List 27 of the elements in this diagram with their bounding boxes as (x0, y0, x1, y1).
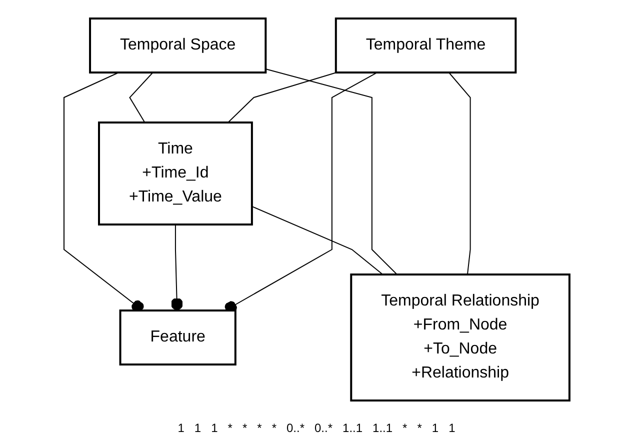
node-box: Temporal Space (88, 18, 266, 74)
multiplicity-label: * (257, 421, 262, 435)
multiplicity-label: * (272, 421, 276, 435)
node-box: Time +Time_Id +Time_Value (98, 122, 253, 226)
multiplicity-label: 1 (432, 421, 439, 435)
multiplicity-label: 1 (211, 421, 218, 435)
connector (63, 72, 144, 312)
multiplicity-label: * (228, 421, 232, 435)
connector (448, 72, 471, 275)
connector (170, 224, 183, 311)
connector (227, 72, 337, 123)
connector (264, 68, 398, 275)
multiplicity-label: 1 (178, 421, 184, 435)
multiplicity-label: * (402, 421, 408, 435)
multiplicity-label: 0..* (286, 421, 304, 435)
node-box: Temporal Relationship +From_Node +To_Node +Relationship (350, 274, 570, 402)
multiplicity-label: 0..* (314, 421, 333, 435)
node-box: Feature (119, 310, 236, 366)
connector (251, 206, 383, 275)
multiplicity-label: * (242, 421, 248, 435)
node-box: Temporal Theme (334, 18, 516, 74)
multiplicity-label: 1 (194, 421, 202, 435)
multiplicity-label: 1..1 (372, 421, 393, 435)
multiplicity-label: 1..1 (342, 421, 363, 435)
connector (128, 72, 154, 123)
multiplicity-label: 1 (448, 421, 456, 435)
multiplicity-label: * (417, 421, 422, 435)
